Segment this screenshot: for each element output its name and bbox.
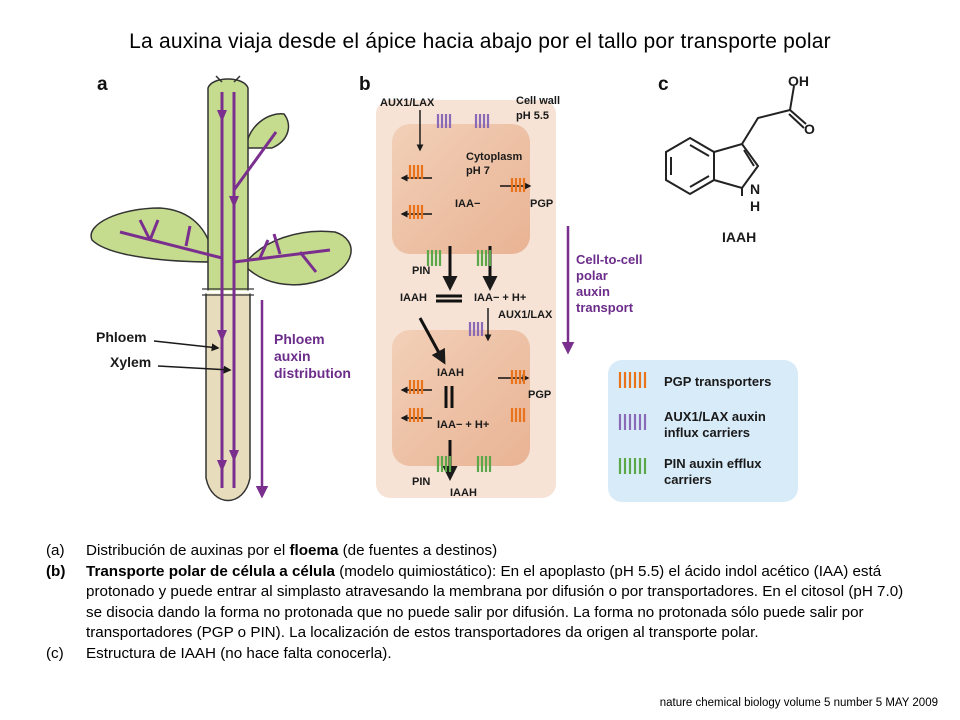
legend-aux1-label-2: influx carriers bbox=[664, 425, 750, 440]
equation-bottom-label: IAA− + H+ bbox=[437, 419, 489, 431]
figure: a Phloem Xylem bbox=[90, 73, 815, 502]
caption-a-part2: (de fuentes a destinos) bbox=[338, 542, 498, 559]
cell-bottom bbox=[392, 330, 530, 466]
caption-b-body: (modelo quimiostático): En el apoplasto … bbox=[86, 562, 904, 642]
caption-tag-a: (a) bbox=[46, 542, 65, 559]
panel-c-letter: c bbox=[658, 74, 669, 95]
equilibrium-bottom bbox=[444, 386, 454, 408]
o-label: O bbox=[804, 121, 815, 137]
panel-a-letter: a bbox=[97, 74, 108, 95]
distribution-label-1: Phloem bbox=[274, 331, 325, 347]
equation-right-label: IAA− + H+ bbox=[474, 292, 526, 304]
strand-arrows bbox=[217, 110, 239, 472]
caption-item-a: (a) Distribución de auxinas por el floem… bbox=[46, 541, 906, 562]
iaah-bottom-cell-label: IAAH bbox=[437, 367, 464, 379]
h-label: H bbox=[750, 198, 760, 214]
pgp-bottom-label: PGP bbox=[528, 389, 551, 401]
legend-aux1-swatch bbox=[618, 414, 647, 430]
legend-pin-label-1: PIN auxin efflux bbox=[664, 456, 762, 471]
iaa-minus-label: IAA− bbox=[455, 198, 480, 210]
pin-transporters bbox=[426, 250, 492, 472]
pin-bottom-label: PIN bbox=[412, 476, 430, 488]
pgp-transporters bbox=[408, 165, 526, 422]
panel-a: a Phloem Xylem bbox=[90, 74, 352, 502]
distribution-label-2: auxin bbox=[274, 348, 311, 364]
oh-label: OH bbox=[788, 73, 809, 89]
ph-cyto-label: pH 7 bbox=[466, 165, 490, 177]
transport-label-4: transport bbox=[576, 300, 634, 315]
stem-shoot bbox=[207, 78, 249, 293]
transport-label-3: auxin bbox=[576, 284, 610, 299]
iaah-name: IAAH bbox=[722, 229, 756, 245]
caption-tag-b: (b) bbox=[46, 562, 66, 580]
legend-pgp-label: PGP transporters bbox=[664, 374, 771, 389]
legend: PGP transporters AUX1/LAX auxin influx c… bbox=[608, 360, 798, 502]
cytoplasm-label: Cytoplasm bbox=[466, 151, 522, 163]
iaah-structure bbox=[665, 85, 807, 196]
n-label: N bbox=[750, 181, 760, 197]
aux1-top-label: AUX1/LAX bbox=[380, 97, 435, 109]
transport-label-2: polar bbox=[576, 268, 608, 283]
xylem-pointer bbox=[157, 365, 232, 374]
panel-c: c OH O N H IAAH bbox=[658, 73, 815, 245]
stem-root bbox=[205, 291, 251, 502]
ph-wall-label: pH 5.5 bbox=[516, 110, 549, 122]
equilibrium-mid bbox=[436, 294, 462, 303]
transport-label-1: Cell-to-cell bbox=[576, 252, 642, 267]
leaf-right bbox=[243, 230, 352, 286]
vascular-strands bbox=[119, 92, 331, 488]
legend-aux1-label-1: AUX1/LAX auxin bbox=[664, 409, 766, 424]
legend-pin-swatch bbox=[618, 458, 647, 474]
cell-top bbox=[392, 124, 530, 254]
panel-b: b AUX1/LAX Cell wall pH 5.5 Cytoplasm pH… bbox=[359, 74, 642, 499]
pgp-top-label: PGP bbox=[530, 198, 553, 210]
aux1-mid-label: AUX1/LAX bbox=[498, 309, 553, 321]
xylem-label: Xylem bbox=[110, 354, 151, 370]
phloem-pointer bbox=[153, 340, 220, 352]
caption-text-b: Transporte polar de célula a célula (mod… bbox=[86, 562, 906, 644]
legend-pin-label-2: carriers bbox=[664, 472, 712, 487]
caption-item-b: (b) Transporte polar de célula a célula … bbox=[46, 562, 906, 644]
caption-text-a: Distribución de auxinas por el floema (d… bbox=[86, 541, 906, 562]
legend-box bbox=[608, 360, 798, 502]
pin-top-label: PIN bbox=[412, 265, 430, 277]
caption-tag-c: (c) bbox=[46, 644, 64, 662]
cell-wall-label: Cell wall bbox=[516, 95, 560, 107]
source-citation: nature chemical biology volume 5 number … bbox=[659, 697, 938, 709]
caption-a-bold: floema bbox=[289, 542, 339, 559]
phloem-label: Phloem bbox=[96, 329, 147, 345]
caption-text-c: Estructura de IAAH (no hace falta conoce… bbox=[86, 644, 392, 662]
leaf-top-right bbox=[245, 113, 290, 149]
caption-a-part1: Distribución de auxinas por el bbox=[86, 542, 290, 559]
apex-marks bbox=[215, 75, 241, 83]
slide-title: La auxina viaja desde el ápice hacia aba… bbox=[129, 30, 831, 53]
iaah-bottom-label: IAAH bbox=[450, 487, 477, 499]
aux1-transporters bbox=[436, 114, 490, 336]
legend-pgp-swatch bbox=[618, 372, 647, 388]
iaah-mid-label: IAAH bbox=[400, 292, 427, 304]
distribution-label-3: distribution bbox=[274, 365, 351, 381]
caption: (a) Distribución de auxinas por el floem… bbox=[46, 541, 906, 664]
panel-b-letter: b bbox=[359, 74, 371, 95]
caption-item-c: (c) Estructura de IAAH (no hace falta co… bbox=[46, 644, 906, 665]
caption-b-bold: Transporte polar de célula a célula bbox=[86, 562, 335, 580]
